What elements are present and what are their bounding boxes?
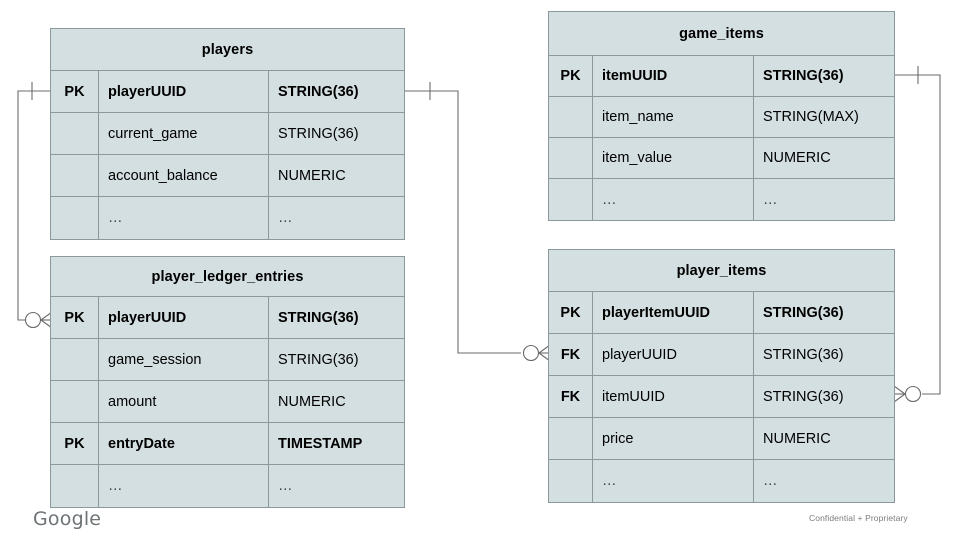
entity-row[interactable]: ……: [549, 179, 894, 220]
column-key-flag: FK: [549, 376, 593, 417]
column-field-type: STRING(MAX): [763, 109, 859, 125]
cardinality-many-crowsfoot: [893, 385, 906, 403]
column-field-type: STRING(36): [278, 309, 359, 326]
entity-title-players: players: [51, 29, 404, 71]
column-field-type: TIMESTAMP: [278, 435, 363, 452]
column-key-flag: [51, 465, 99, 507]
cardinality-zero-circle: [522, 344, 540, 362]
entity-row[interactable]: amount NUMERIC: [51, 381, 404, 423]
relationship-players-to-player-items: [405, 82, 551, 362]
column-field-name: item_value: [593, 138, 754, 178]
column-field-name: itemUUID: [593, 56, 754, 96]
column-key-flag: [51, 381, 99, 422]
confidentiality-notice: Confidential + Proprietary: [809, 513, 908, 523]
entity-title-player_ledger_entries: player_ledger_entries: [51, 257, 404, 297]
column-field-type: NUMERIC: [278, 393, 346, 410]
column-field-name: …: [99, 465, 269, 507]
column-field-type: NUMERIC: [763, 150, 831, 166]
column-field-name: …: [99, 197, 269, 239]
cardinality-zero-circle: [904, 385, 922, 403]
entity-title-player_items: player_items: [549, 250, 894, 292]
column-key-flag: FK: [549, 334, 593, 375]
entity-row[interactable]: ……: [549, 460, 894, 502]
entity-row[interactable]: game_session STRING(36): [51, 339, 404, 381]
column-field-name: current_game: [99, 113, 269, 154]
column-key-flag: PK: [51, 297, 99, 338]
entity-row[interactable]: current_game STRING(36): [51, 113, 404, 155]
entity-row[interactable]: account_balance NUMERIC: [51, 155, 404, 197]
entity-title-game_items: game_items: [549, 12, 894, 56]
column-key-flag: [549, 97, 593, 137]
column-field-name: amount: [99, 381, 269, 422]
column-field-name: price: [593, 418, 754, 459]
column-field-name: account_balance: [99, 155, 269, 196]
column-key-flag: PK: [549, 292, 593, 333]
column-field-type: NUMERIC: [278, 167, 346, 184]
column-field-name: game_session: [99, 339, 269, 380]
column-field-type: NUMERIC: [763, 430, 831, 447]
google-logo: Google: [33, 508, 102, 530]
column-key-flag: PK: [51, 423, 99, 464]
column-field-name: itemUUID: [593, 376, 754, 417]
column-field-name: entryDate: [99, 423, 269, 464]
column-field-name: playerItemUUID: [593, 292, 754, 333]
column-field-type: STRING(36): [763, 388, 844, 405]
column-field-type: STRING(36): [278, 351, 359, 368]
column-field-type: STRING(36): [278, 83, 359, 100]
column-key-flag: [549, 418, 593, 459]
relationship-game-items-to-player-items: [893, 66, 941, 403]
column-key-flag: PK: [51, 71, 99, 112]
column-field-type: STRING(36): [763, 304, 844, 321]
column-field-type: STRING(36): [763, 346, 844, 363]
column-key-flag: PK: [549, 56, 593, 96]
entity-row[interactable]: item_name STRING(MAX): [549, 97, 894, 138]
column-key-flag: [549, 460, 593, 502]
cardinality-zero-circle: [24, 311, 42, 329]
column-field-name: playerUUID: [99, 71, 269, 112]
column-key-flag: [549, 138, 593, 178]
entity-row[interactable]: ……: [51, 465, 404, 507]
column-key-flag: [549, 179, 593, 220]
entity-row[interactable]: price NUMERIC: [549, 418, 894, 460]
column-key-flag: [51, 339, 99, 380]
column-field-name: …: [593, 460, 754, 502]
column-field-name: item_name: [593, 97, 754, 137]
column-field-type: …: [278, 478, 294, 494]
column-field-type: STRING(36): [278, 125, 359, 142]
column-key-flag: [51, 155, 99, 196]
relationship-players-to-ledger: [17, 82, 53, 329]
column-field-type: …: [763, 191, 779, 208]
column-field-name: …: [593, 179, 754, 220]
column-field-type: STRING(36): [763, 68, 844, 84]
entity-row[interactable]: ……: [51, 197, 404, 239]
column-field-name: playerUUID: [99, 297, 269, 338]
column-key-flag: [51, 197, 99, 239]
column-field-type: …: [763, 473, 779, 489]
column-field-type: …: [278, 210, 294, 226]
column-field-name: playerUUID: [593, 334, 754, 375]
column-key-flag: [51, 113, 99, 154]
entity-row[interactable]: item_value NUMERIC: [549, 138, 894, 179]
